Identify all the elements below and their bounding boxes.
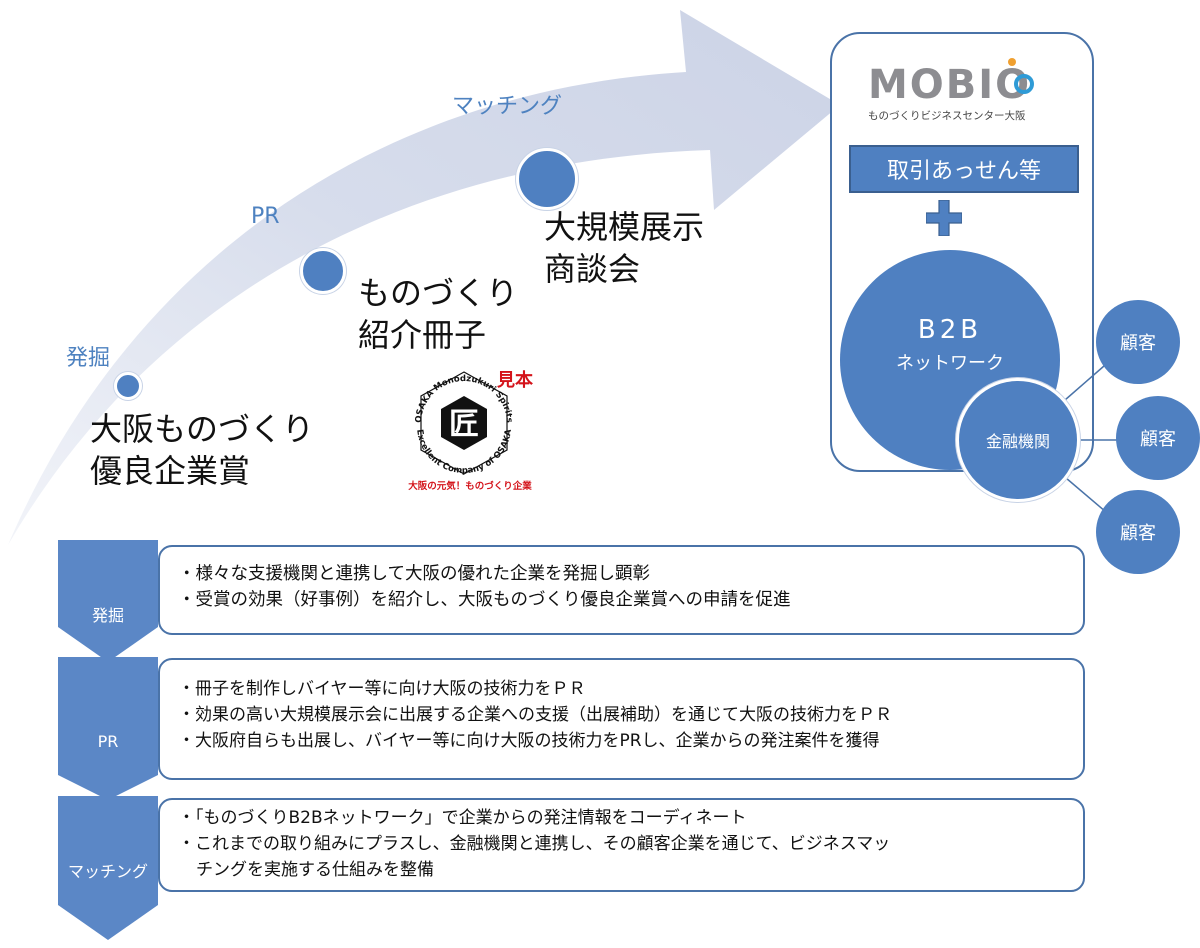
logo-accent-dot <box>1008 58 1016 66</box>
stage-dot-pr <box>300 248 346 294</box>
desc-line: ・これまでの取り組みにプラスし、金融機関と連携し、その顧客企業を通じて、ビジネス… <box>178 834 891 854</box>
desc-line: ・様々な支援機関と連携して大阪の優れた企業を発掘し顕彰 <box>178 564 650 584</box>
desc-line: ・受賞の効果（好事例）を紹介し、大阪ものづくり優良企業賞への申請を促進 <box>178 590 791 610</box>
emblem-center-char: 匠 <box>449 407 479 442</box>
financial-institution-circle: 金融機関 <box>956 378 1080 502</box>
mobio-logo-subtitle: ものづくりビジネスセンター大阪 <box>868 110 1026 122</box>
stage-label-pr: PR <box>251 204 280 229</box>
award-title-line1: 大阪ものづくり <box>90 410 315 448</box>
mobio-logo: MOBIO ものづくりビジネスセンター大阪 <box>868 58 1048 132</box>
customer-circle-2: 顧客 <box>1116 396 1200 480</box>
network-label: ネットワーク <box>896 353 1004 374</box>
expo-title: 大規模展示 商談会 <box>544 206 704 290</box>
expo-title-line2: 商談会 <box>544 250 641 288</box>
award-title: 大阪ものづくり 優良企業賞 <box>90 408 314 492</box>
row-label-discovery: 発掘 <box>91 606 124 625</box>
award-title-line2: 優良企業賞 <box>90 452 251 490</box>
desc-line: ・大阪府自らも出展し、バイヤー等に向け大阪の技術力をPRし、企業からの発注案件を… <box>178 731 880 751</box>
chevron-discovery <box>58 540 158 662</box>
desc-line: ・冊子を制作しバイヤー等に向け大阪の技術力をＰＲ <box>178 679 586 699</box>
chevron-pr <box>58 657 158 800</box>
mobio-logo-text: MOBIO <box>868 62 1032 108</box>
stage-label-discovery: 発掘 <box>66 346 111 371</box>
stage-dot-discovery <box>114 372 142 400</box>
sample-stamp: 見本 <box>497 370 533 391</box>
booklet-title-line2: 紹介冊子 <box>358 316 487 354</box>
booklet-title: ものづくり 紹介冊子 <box>358 272 518 356</box>
takumi-seal-icon: OSAKA Monodzukuri Spirits Excellent Comp… <box>414 371 514 476</box>
chevron-matching <box>58 796 158 940</box>
row-label-matching: マッチング <box>67 862 148 881</box>
logo-accent-ring <box>1014 74 1034 94</box>
row-desc-pr: ・冊子を制作しバイヤー等に向け大阪の技術力をＰＲ ・効果の高い大規模展示会に出展… <box>158 658 1085 780</box>
b2b-label: B2B <box>917 315 983 345</box>
desc-line: ・効果の高い大規模展示会に出展する企業への支援（出展補助）を通じて大阪の技術力を… <box>178 705 892 725</box>
emblem-caption: 大阪の元気！ものづくり企業 <box>408 481 532 492</box>
booklet-title-line1: ものづくり <box>358 274 519 312</box>
stage-dot-matching <box>516 148 578 210</box>
plus-icon <box>926 200 962 236</box>
row-desc-matching: ・「ものづくりB2Bネットワーク」で企業からの発注情報をコーディネート ・これま… <box>158 798 1085 892</box>
desc-line: ・「ものづくりB2Bネットワーク」で企業からの発注情報をコーディネート <box>178 808 747 828</box>
mediation-box: 取引あっせん等 <box>849 145 1079 193</box>
takumi-emblem: OSAKA Monodzukuri Spirits Excellent Comp… <box>403 366 537 492</box>
row-desc-discovery: ・様々な支援機関と連携して大阪の優れた企業を発掘し顕彰 ・受賞の効果（好事例）を… <box>158 545 1085 635</box>
row-label-pr: PR <box>97 732 119 751</box>
desc-line: チングを実施する仕組みを整備 <box>196 860 434 880</box>
customer-circle-1: 顧客 <box>1096 300 1180 384</box>
expo-title-line1: 大規模展示 <box>544 208 705 246</box>
growth-arrow-body <box>8 10 840 545</box>
stage-label-matching: マッチング <box>452 94 563 119</box>
customer-circle-3: 顧客 <box>1096 490 1180 574</box>
